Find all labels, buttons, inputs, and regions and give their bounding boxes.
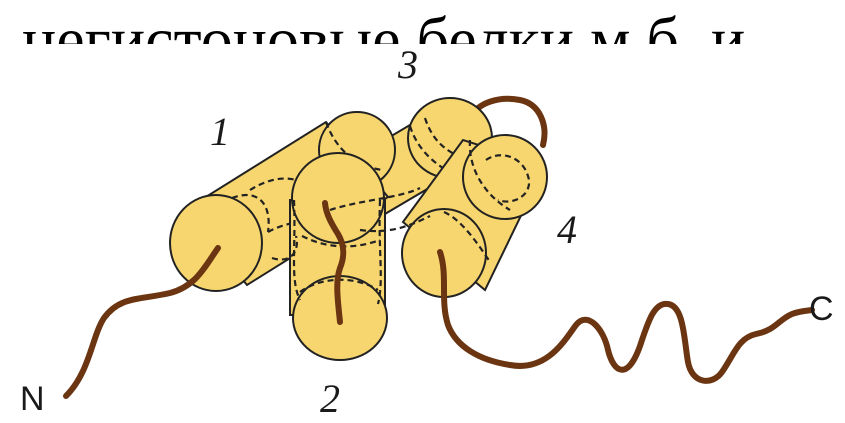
label-helix-1: 1 bbox=[210, 109, 230, 154]
label-helix-4: 4 bbox=[557, 207, 577, 252]
helix-2 bbox=[290, 153, 387, 360]
label-helix-3: 3 bbox=[397, 42, 418, 87]
label-helix-2: 2 bbox=[320, 376, 340, 421]
label-n-terminus: N bbox=[20, 380, 45, 418]
chain-c-terminal bbox=[440, 252, 812, 381]
label-c-terminus: C bbox=[809, 290, 834, 328]
